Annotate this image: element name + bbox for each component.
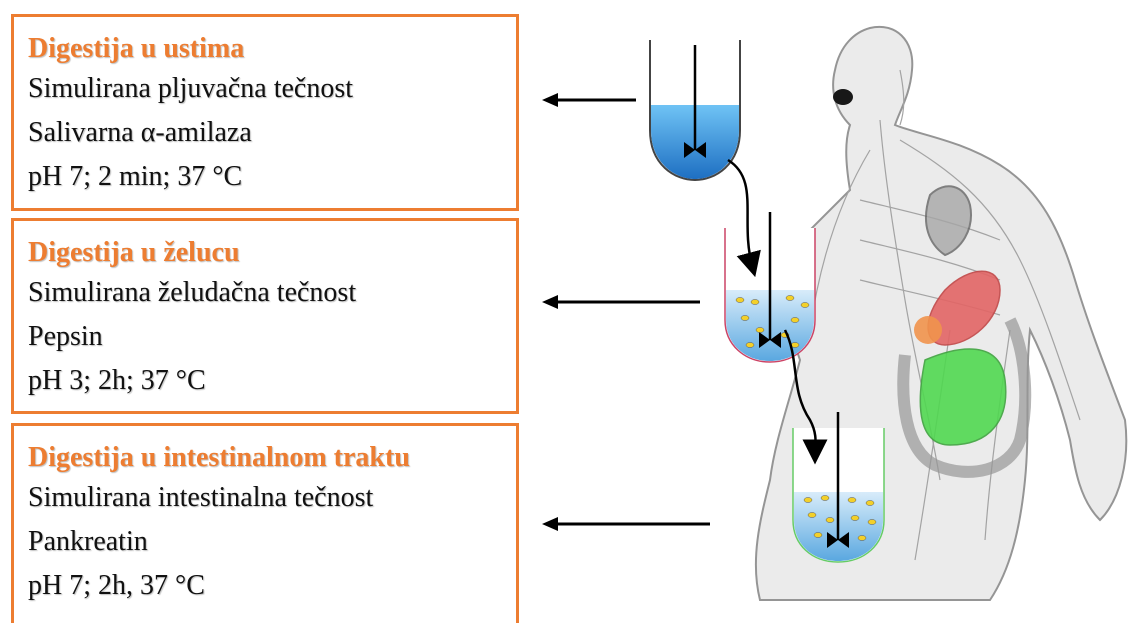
- stage-box-stomach: Digestija u želucu Simulirana želudačna …: [11, 218, 519, 414]
- stage-title: Digestija u želucu: [28, 235, 516, 271]
- stage-fluid: Simulirana želudačna tečnost: [28, 271, 516, 315]
- pointer-arrow-1: [542, 93, 636, 107]
- stage-title: Digestija u intestinalnom traktu: [28, 440, 516, 476]
- stage-conditions: pH 7; 2h, 37 °C: [28, 564, 516, 608]
- pointer-arrow-3: [542, 517, 710, 531]
- liver-shape: [914, 316, 942, 344]
- stage-conditions: pH 7; 2 min; 37 °C: [28, 155, 516, 199]
- stage-enzyme: Pepsin: [28, 315, 516, 359]
- pointer-arrow-2: [542, 295, 700, 309]
- stage-fluid: Simulirana pljuvačna tečnost: [28, 67, 516, 111]
- stage-conditions: pH 3; 2h; 37 °C: [28, 359, 516, 403]
- stage-title: Digestija u ustima: [28, 31, 516, 67]
- stage-enzyme: Salivarna α-amilaza: [28, 111, 516, 155]
- beaker-mouth: [650, 40, 740, 180]
- stage-fluid: Simulirana intestinalna tečnost: [28, 476, 516, 520]
- stage-box-intestine: Digestija u intestinalnom traktu Simulir…: [11, 423, 519, 623]
- mouth-shape: [833, 89, 853, 105]
- stage-enzyme: Pankreatin: [28, 520, 516, 564]
- beaker-stomach: [725, 212, 815, 362]
- beaker-intestine: [793, 412, 884, 562]
- stage-box-mouth: Digestija u ustima Simulirana pljuvačna …: [11, 14, 519, 211]
